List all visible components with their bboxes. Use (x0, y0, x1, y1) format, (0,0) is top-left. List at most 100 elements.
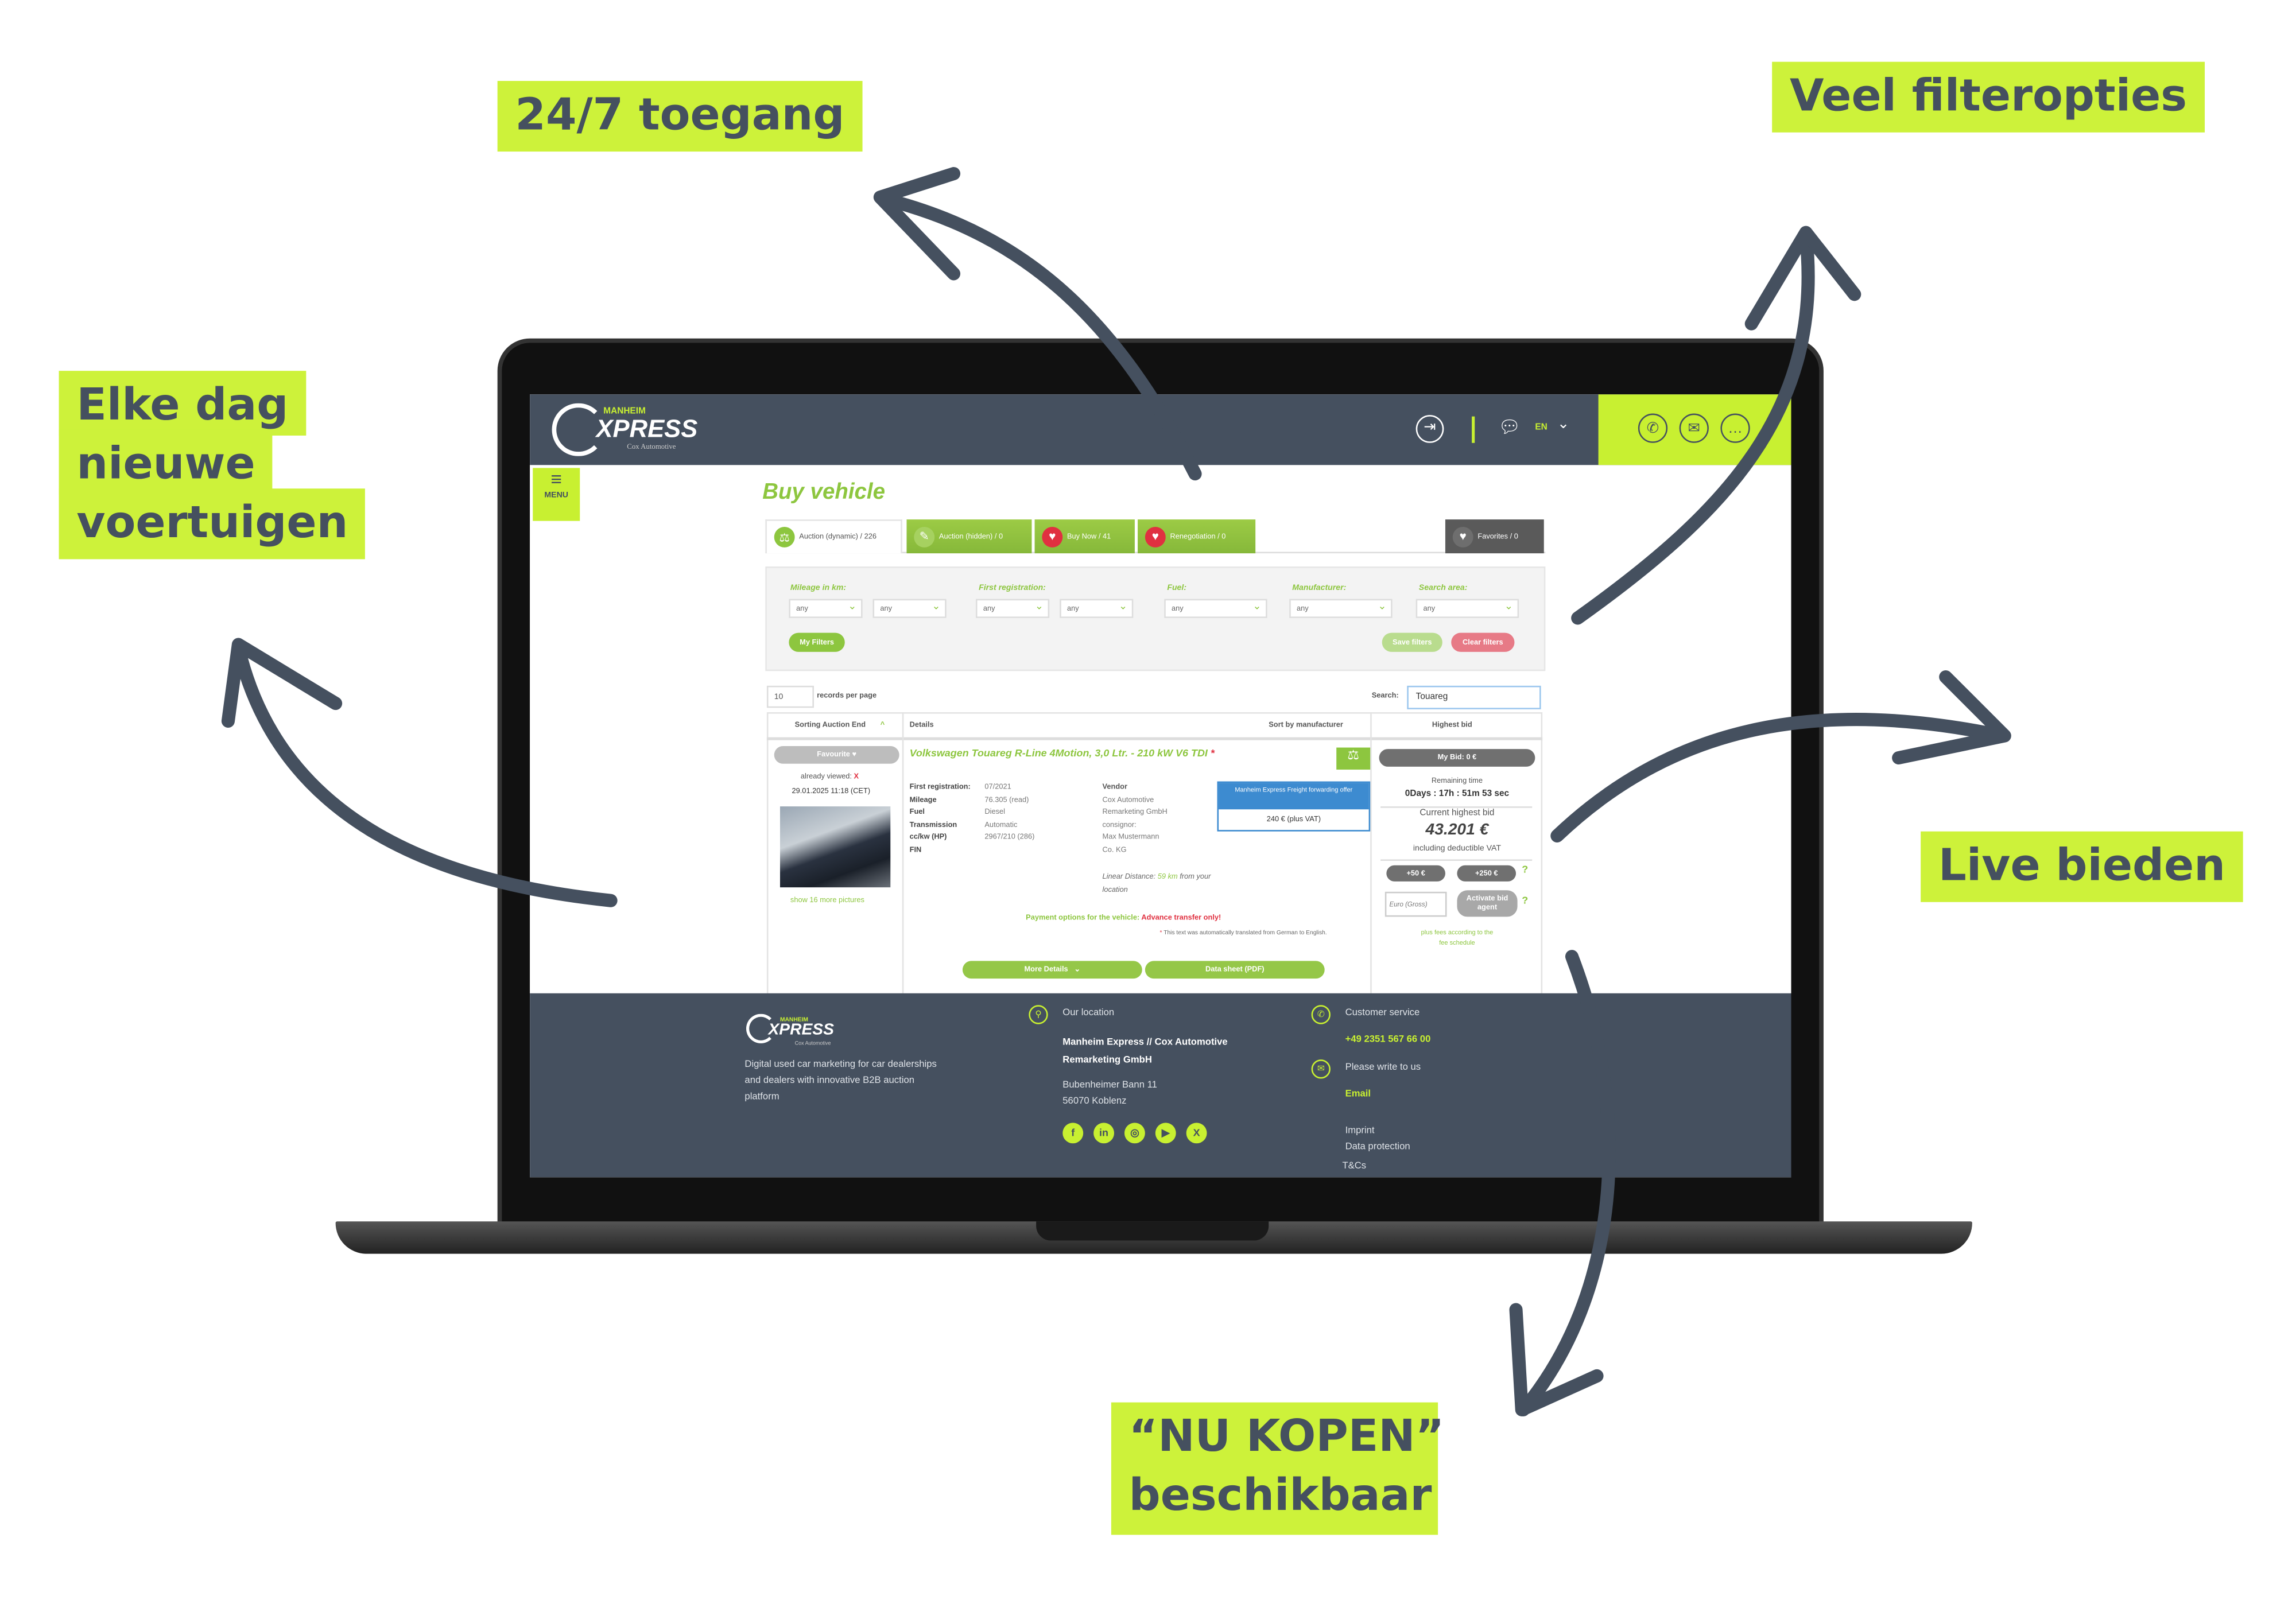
mileage-from-select[interactable]: any (789, 599, 863, 618)
help-icon[interactable]: ? (1522, 865, 1529, 876)
imprint-link[interactable]: Imprint (1345, 1125, 1375, 1136)
spec-row: FIN (910, 844, 1035, 857)
table-header-divider (766, 737, 1543, 740)
manufacturer-select[interactable]: any (1289, 599, 1393, 618)
callout-daily-line2: nieuwe (59, 429, 273, 495)
tab-label: Favorites / 0 (1477, 531, 1518, 541)
records-per-page-select[interactable]: 10 (766, 685, 814, 708)
tab-auction-dynamic[interactable]: ⚖Auction (dynamic) / 226 (765, 519, 902, 554)
chevron-down-icon[interactable]: ⌄ (1557, 416, 1570, 433)
sealed-bid-icon: ✎ (914, 526, 935, 547)
bid-amount-input[interactable]: Euro (Gross) (1384, 891, 1447, 917)
callout-buy-now-line2: beschikbaar (1128, 1470, 1432, 1522)
heart-icon: ♥ (852, 750, 857, 760)
write-us-label: Please write to us (1345, 1062, 1421, 1073)
header-divider (1472, 416, 1475, 443)
viewed-mark: X (854, 772, 859, 782)
spec-value: 76.305 (read) (984, 795, 1029, 805)
chat-icon[interactable]: … (1720, 413, 1750, 443)
email-link[interactable]: Email (1345, 1089, 1371, 1100)
vendor-line: consignor: (1102, 820, 1137, 829)
clear-filters-button[interactable]: Clear filters (1451, 632, 1515, 652)
favourite-button[interactable]: Favourite ♥ (774, 746, 899, 764)
street: Bubenheimer Bann 11 (1062, 1080, 1157, 1090)
login-icon[interactable]: ⇥ (1415, 415, 1444, 443)
tab-favorites[interactable]: ♥ Favorites / 0 (1445, 519, 1544, 554)
youtube-icon[interactable]: ▶ (1155, 1123, 1176, 1144)
fuel-select[interactable]: any (1164, 599, 1267, 618)
arrow-head-buynow (1509, 1303, 1604, 1416)
spec-row: Mileage 76.305 (read) (910, 794, 1035, 806)
sort-auction-end-header[interactable]: Sorting Auction End^ (795, 712, 885, 739)
heart-icon: ♥ (1452, 526, 1473, 547)
sort-manufacturer-header[interactable]: Sort by manufacturer (1269, 721, 1343, 730)
hamburger-icon: ≡ (550, 468, 562, 490)
vehicle-title[interactable]: Volkswagen Touareg R-Line 4Motion, 3,0 L… (910, 749, 1215, 759)
activate-bid-agent-button[interactable]: Activate bid agent (1457, 890, 1518, 917)
mail-icon[interactable]: ✉ (1679, 413, 1709, 443)
more-details-button[interactable]: More Details ⌄ (962, 961, 1142, 979)
linear-distance: Linear Distance: 59 km from your locatio… (1103, 871, 1220, 896)
search-area-select[interactable]: any (1415, 599, 1519, 618)
callout-daily-line1: Elke dag (59, 371, 307, 436)
first-reg-to-select[interactable]: any (1060, 599, 1134, 618)
chat-language-icon[interactable]: 💬︎ (1498, 416, 1521, 437)
tcs-link[interactable]: T&Cs (1342, 1161, 1367, 1172)
mileage-to-select[interactable]: any (872, 599, 947, 618)
save-filters-button[interactable]: Save filters (1382, 632, 1442, 652)
spec-label: Mileage (909, 795, 937, 805)
bid-plus-50-button[interactable]: +50 € (1386, 865, 1445, 882)
callout-filter-options: Veel filteropties (1772, 61, 2205, 133)
language-select[interactable]: EN (1535, 424, 1548, 433)
remaining-time-value: 0Days : 17h : 51m 53 sec (1405, 790, 1510, 799)
tab-label: Auction (dynamic) / 226 (799, 533, 877, 542)
spec-label: Transmission (909, 820, 957, 829)
filter-label-mileage: Mileage in km: (790, 584, 847, 593)
translation-asterisk: * (1210, 749, 1215, 760)
spec-row: Transmission Automatic (910, 819, 1035, 832)
menu-button[interactable]: ≡ MENU (533, 468, 580, 521)
instagram-icon[interactable]: ◎ (1124, 1123, 1145, 1144)
payment-value: Advance transfer only! (1141, 914, 1221, 923)
vendor-line: Remarketing GmbH (1102, 807, 1168, 817)
data-protection-link[interactable]: Data protection (1345, 1141, 1410, 1152)
phone-link[interactable]: +49 2351 567 66 00 (1345, 1034, 1431, 1045)
footer-logo-ring-icon (746, 1014, 776, 1043)
spec-value: Diesel (984, 807, 1006, 817)
records-per-page-label: records per page (817, 692, 877, 701)
payment-label: Payment options for the vehicle: (1026, 914, 1140, 923)
my-bid-button[interactable]: My Bid: 0 € (1379, 749, 1535, 767)
arrow-head-24-7 (873, 167, 961, 281)
spec-value: Automatic (984, 820, 1018, 829)
data-sheet-button[interactable]: Data sheet (PDF) (1145, 961, 1325, 979)
footer-logo-top: MANHEIM (779, 1015, 808, 1023)
phone-icon[interactable]: ✆ (1638, 413, 1668, 443)
fees-note[interactable]: plus fees according to the fee schedule (1421, 928, 1494, 946)
logo-main: XPRESS (596, 415, 698, 443)
location-label: Our location (1062, 1008, 1115, 1019)
customer-service-label: Customer service (1345, 1008, 1420, 1019)
callout-24-7-access: 24/7 toegang (497, 81, 863, 152)
spec-label: FIN (909, 845, 922, 855)
search-input[interactable]: Touareg (1407, 685, 1541, 709)
vehicle-photo[interactable] (779, 806, 891, 888)
payment-options: Payment options for the vehicle: Advance… (1026, 914, 1221, 922)
bid-plus-250-button[interactable]: +250 € (1457, 865, 1517, 882)
translation-note-text: This text was automatically translated f… (1163, 928, 1327, 936)
xing-icon[interactable]: X (1186, 1123, 1207, 1144)
spec-label: cc/kw (HP) (909, 833, 947, 842)
help-icon[interactable]: ? (1522, 896, 1529, 907)
my-filters-button[interactable]: My Filters (789, 632, 845, 652)
spec-row: cc/kw (HP)2967/210 (286) (910, 832, 1035, 844)
filter-label-fuel: Fuel: (1167, 584, 1187, 593)
tab-auction-hidden[interactable]: ✎Auction (hidden) / 0 (906, 519, 1032, 554)
current-bid-value: 43.201 € (1425, 821, 1489, 839)
linkedin-icon[interactable]: in (1093, 1123, 1115, 1144)
freight-offer-box[interactable]: Manheim Express Freight forwarding offer… (1217, 781, 1371, 832)
first-reg-from-select[interactable]: any (975, 599, 1050, 618)
tab-buy-now[interactable]: ♥Buy Now / 41 (1034, 519, 1135, 554)
more-pictures-link[interactable]: show 16 more pictures (790, 896, 864, 905)
tab-renegotiation[interactable]: ♥Renegotiation / 0 (1138, 519, 1256, 554)
facebook-icon[interactable]: f (1062, 1123, 1084, 1144)
city: 56070 Koblenz (1062, 1096, 1127, 1107)
